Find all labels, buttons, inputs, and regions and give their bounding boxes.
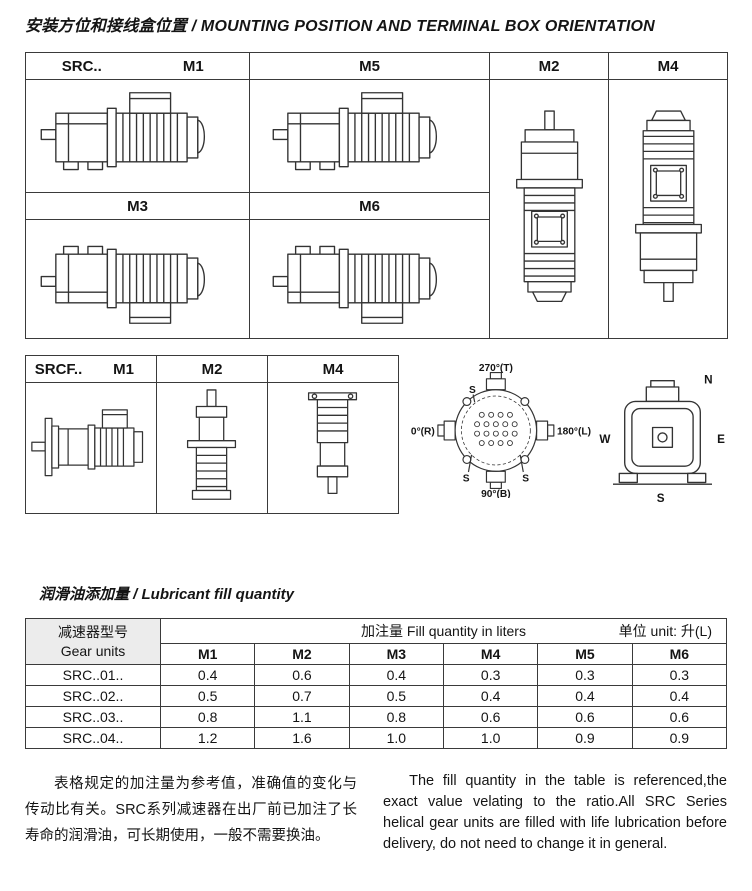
header-m4: M4 <box>609 53 727 79</box>
fill-value: 1.0 <box>348 727 444 749</box>
orientation-label-0R: 0°(R) <box>411 426 435 437</box>
orientation-label-90B: 90°(B) <box>481 489 511 498</box>
header-m3: M3 <box>26 193 249 219</box>
col-header-m1: M1 <box>159 643 256 665</box>
srcf-header-m4: M4 <box>268 356 398 382</box>
fill-value: 0.3 <box>537 664 633 686</box>
lubricant-section-title: 润滑油添加量 / Lubricant fill quantity <box>39 586 295 603</box>
note-chinese: 表格规定的加注量为参考值，准确值的变化与传动比有关。SRC系列减速器在出厂前已加… <box>25 776 357 845</box>
footnotes: 表格规定的加注量为参考值，准确值的变化与传动比有关。SRC系列减速器在出厂前已加… <box>25 771 727 855</box>
fill-quantity-label: 加注量 Fill quantity in liters <box>361 623 526 639</box>
header-m2: M2 <box>490 53 608 79</box>
fill-value: 0.7 <box>254 685 350 707</box>
mounting-position-grid: SRC.. M1 M5 M2 M4 M3 M6 <box>25 52 728 339</box>
drawing-cell-m3 <box>26 220 249 338</box>
compass-label-w: W <box>599 433 611 446</box>
fill-value: 0.9 <box>537 727 633 749</box>
fill-value: 0.8 <box>159 706 256 728</box>
grid-header-src-m1: SRC.. M1 <box>26 53 249 79</box>
table-row: SRC..04.. 1.2 1.6 1.0 1.0 0.9 0.9 <box>25 727 728 749</box>
col-header-m6: M6 <box>631 643 728 665</box>
orientation-label-180L: 180°(L) <box>557 426 591 437</box>
header-m6: M6 <box>250 193 489 219</box>
compass-label-e: E <box>717 433 725 446</box>
orientation-label-s2: S <box>463 473 470 484</box>
terminal-box-orientation-diagram: 270°(T) 0°(R) 180°(L) 90°(B) S S S <box>405 363 593 503</box>
gearmotor-m5-drawing <box>272 91 437 170</box>
fill-value: 0.8 <box>348 706 444 728</box>
orientation-label-270T: 270°(T) <box>479 363 513 374</box>
row-model: SRC..01.. <box>25 664 161 686</box>
note-english: The fill quantity in the table is refere… <box>383 773 727 853</box>
gear-units-header-cn: 减速器型号 <box>58 624 128 641</box>
fill-value: 0.4 <box>159 664 256 686</box>
fill-value: 0.9 <box>631 727 728 749</box>
table-row: SRC..03.. 0.8 1.1 0.8 0.6 0.6 0.6 <box>25 706 728 728</box>
row-model: SRC..03.. <box>25 706 161 728</box>
fill-value: 0.3 <box>631 664 728 686</box>
motor-compass-diagram: N W E S <box>595 369 730 527</box>
terminal-box-orientation-svg: 270°(T) 0°(R) 180°(L) 90°(B) S S S <box>411 363 591 500</box>
srcf-mounting-grid: SRCF.. M1 M2 M4 <box>25 355 399 514</box>
compass-label-s: S <box>657 492 665 505</box>
drawing-cell-m1 <box>26 80 249 192</box>
drawing-cell-m4 <box>609 80 727 338</box>
gearmotor-m2-drawing <box>515 110 583 302</box>
series-label-srcf: SRCF.. <box>34 360 83 378</box>
srcf-drawing-cell-m1 <box>26 383 156 513</box>
fill-value: 1.1 <box>254 706 350 728</box>
orientation-label-s3: S <box>522 473 529 484</box>
fill-value: 0.5 <box>348 685 444 707</box>
motor-compass-svg: N W E S <box>599 373 725 505</box>
fill-value: 0.4 <box>631 685 728 707</box>
gear-units-header: 减速器型号 Gear units <box>25 618 161 665</box>
fill-value: 0.6 <box>631 706 728 728</box>
orientation-label-s1: S <box>469 385 476 396</box>
fill-value: 0.4 <box>442 685 539 707</box>
srcf-drawing-cell-m2 <box>157 383 267 513</box>
col-header-m5: M5 <box>537 643 633 665</box>
drawing-cell-m2 <box>490 80 608 338</box>
fill-value: 0.6 <box>254 664 350 686</box>
col-header-m4: M4 <box>442 643 539 665</box>
gearmotor-m6-drawing <box>272 245 437 324</box>
fill-value: 1.2 <box>159 727 256 749</box>
row-model: SRC..02.. <box>25 685 161 707</box>
srcf-header-m2: M2 <box>157 356 267 382</box>
gear-units-header-en: Gear units <box>60 642 126 659</box>
unit-label: 单位 unit: 升(L) <box>618 623 712 639</box>
fill-value: 0.4 <box>348 664 444 686</box>
srcf-m2-drawing <box>186 388 237 500</box>
compass-label-n: N <box>704 373 712 386</box>
col-header-m2: M2 <box>254 643 350 665</box>
srcf-m4-drawing <box>307 391 358 494</box>
header-m5: M5 <box>250 53 489 79</box>
table-row: SRC..01.. 0.4 0.6 0.4 0.3 0.3 0.3 <box>25 664 728 686</box>
drawing-cell-m5 <box>250 80 489 192</box>
fill-value: 0.4 <box>537 685 633 707</box>
srcf-drawing-cell-m4 <box>268 383 398 513</box>
gearmotor-m4-drawing <box>634 110 702 302</box>
series-label-src: SRC.. <box>61 57 102 75</box>
srcf-header-m1: M1 <box>113 360 134 378</box>
row-model: SRC..04.. <box>25 727 161 749</box>
table-row: SRC..02.. 0.5 0.7 0.5 0.4 0.4 0.4 <box>25 685 728 707</box>
fill-value: 0.3 <box>442 664 539 686</box>
fill-value: 1.0 <box>442 727 539 749</box>
col-header-m3: M3 <box>348 643 444 665</box>
header-m1: M1 <box>182 57 204 75</box>
fill-value: 0.6 <box>537 706 633 728</box>
fill-value: 1.6 <box>254 727 350 749</box>
grid-header-srcf-m1: SRCF.. M1 <box>26 356 156 382</box>
gearmotor-m3-drawing <box>40 245 205 324</box>
srcf-and-orientation-section: SRCF.. M1 M2 M4 <box>25 355 727 527</box>
page-title: 安装方位和接线盒位置 / MOUNTING POSITION AND TERMI… <box>25 18 655 35</box>
fill-value: 0.6 <box>442 706 539 728</box>
fill-value: 0.5 <box>159 685 256 707</box>
srcf-m1-drawing <box>31 409 144 477</box>
fill-quantity-header-cell: 加注量 Fill quantity in liters 单位 unit: 升(L… <box>160 618 727 644</box>
lubricant-fill-table: 减速器型号 Gear units 加注量 Fill quantity in li… <box>25 618 728 749</box>
gearmotor-m1-drawing <box>40 91 205 170</box>
drawing-cell-m6 <box>250 220 489 338</box>
